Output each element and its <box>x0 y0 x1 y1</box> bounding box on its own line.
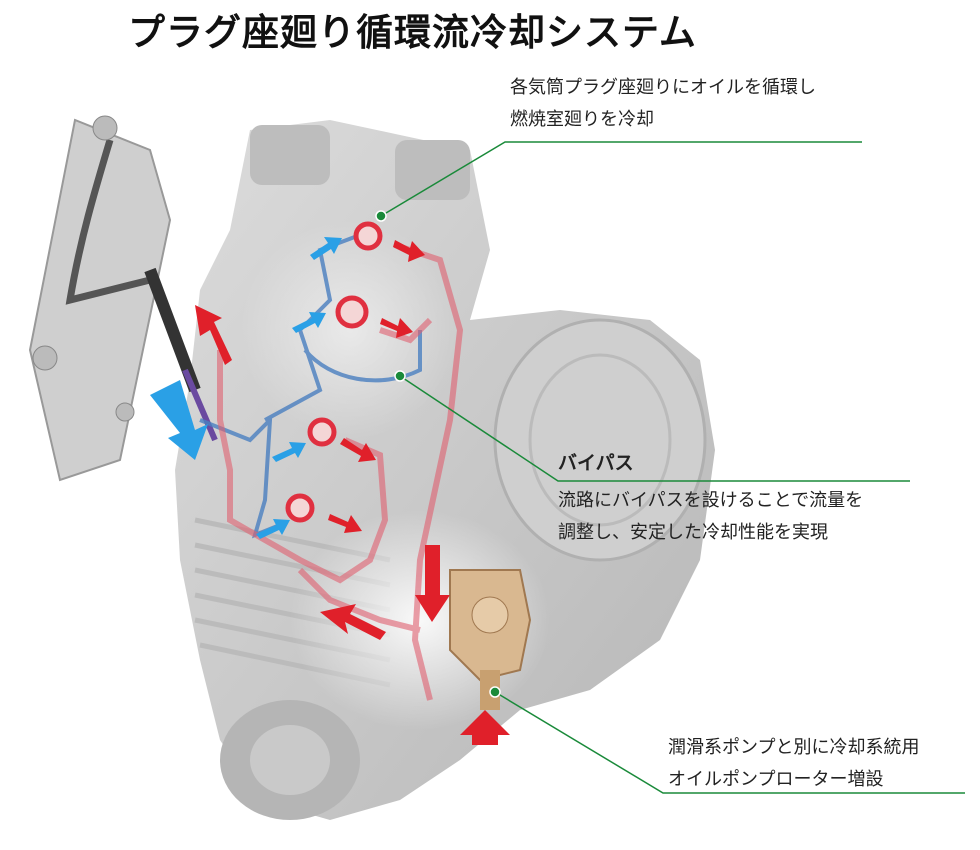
flow-arrows <box>150 237 510 745</box>
annotation-line: 潤滑系ポンプと別に冷却系統用 <box>668 737 920 758</box>
engine-body <box>175 120 715 820</box>
cooling-oil-pump <box>449 569 532 710</box>
diagram-title: プラグ座廻り循環流冷却システム <box>128 11 697 54</box>
annotation-bypass: バイパス 流路にバイパスを設けることで流量を 調整し、安定した冷却性能を実現 <box>558 447 863 549</box>
hot-flow-arrow <box>195 240 510 745</box>
leader-line-pump <box>489 686 965 794</box>
annotation-heading: バイパス <box>558 452 634 474</box>
annotation-line: オイルポンプローター増設 <box>668 769 884 790</box>
oil-cooler-radiator <box>28 115 218 482</box>
leader-line-plug-seat <box>375 141 862 222</box>
cool-flow-arrow <box>150 237 342 539</box>
annotation-line: 燃焼室廻りを冷却 <box>510 109 654 130</box>
plug-seat-rings <box>285 221 383 523</box>
annotation-pump: 潤滑系ポンプと別に冷却系統用 オイルポンプローター増設 <box>668 732 919 796</box>
hot-oil-passage <box>217 242 464 701</box>
annotation-line: 流路にバイパスを設けることで流量を <box>558 490 864 511</box>
annotation-line: 調整し、安定した冷却性能を実現 <box>558 522 828 543</box>
annotation-plug-seat: 各気筒プラグ座廻りにオイルを循環し 燃焼室廻りを冷却 <box>510 72 816 136</box>
leader-line-bypass <box>394 370 910 482</box>
annotation-line: 各気筒プラグ座廻りにオイルを循環し <box>510 77 816 98</box>
